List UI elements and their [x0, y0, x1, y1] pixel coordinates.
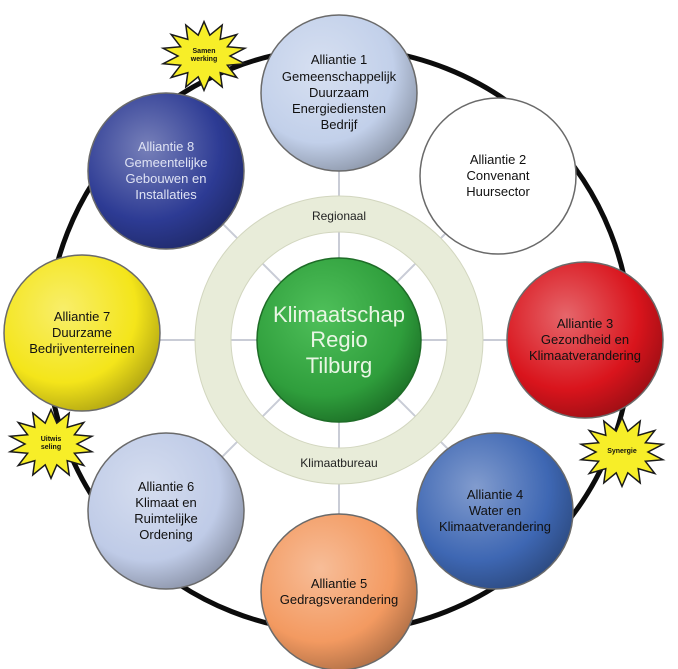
- alliance-label-line: Gebouwen en: [125, 171, 207, 186]
- alliance-label-line: Gedragsverandering: [279, 592, 399, 607]
- alliance-label-line: Ruimtelijke: [134, 511, 198, 526]
- alliance-label-line: Klimaat en: [135, 494, 197, 510]
- inner-ring-outer-edge: [194, 195, 484, 485]
- starburst-badge: [7, 407, 95, 481]
- center-label-line: Regio: [310, 327, 368, 353]
- starburst-label: Synergie: [598, 440, 646, 464]
- inner-ring-inner-edge: [230, 231, 448, 449]
- alliance-label-line: Alliantie 7: [53, 308, 111, 324]
- alliance-label-line: Installaties: [135, 187, 197, 203]
- alliance-label-line: Convenant: [466, 167, 530, 183]
- alliance-label-line: Alliantie 2: [469, 151, 527, 167]
- center-label-line: Tilburg: [305, 352, 373, 378]
- alliance-label-line: Duurzaam: [309, 84, 369, 100]
- alliance-label-line: Alliantie 6: [137, 478, 195, 494]
- alliance-label-line: Huursector: [466, 184, 530, 200]
- alliance-label-line: Alliantie 3: [556, 315, 614, 331]
- alliance-label-line: Ordening: [139, 527, 193, 543]
- inner-ring: [195, 196, 483, 484]
- starburst-label-line: seling: [40, 444, 62, 451]
- starburst-badge: [160, 19, 248, 93]
- alliance-8-circle: [87, 92, 245, 250]
- alliance-label-line: Gemeenschappelijk: [281, 68, 397, 84]
- starburst-label-line: Uitwis: [40, 436, 62, 444]
- alliance-label-line: Bedrijf: [320, 117, 358, 133]
- center-label-line: Klimaatschap: [272, 302, 406, 328]
- alliance-5-circle: [260, 513, 418, 669]
- starburst-label-line: Samen: [192, 48, 216, 56]
- alliance-label-line: Alliantie 5: [310, 575, 368, 591]
- alliance-label-line: Klimaatverandering: [438, 519, 551, 535]
- alliance-label-line: Alliantie 4: [466, 486, 524, 502]
- starburst-badge: [578, 415, 666, 489]
- alliance-label-line: Energiediensten: [292, 101, 386, 117]
- ring-label-klimaatbureau: Klimaatbureau: [300, 456, 378, 470]
- alliance-label-line: Gezondheid en: [540, 331, 630, 347]
- alliance-4-circle: [416, 432, 574, 590]
- alliance-label-line: Bedrijventerreinen: [29, 341, 135, 357]
- alliance-3-circle: [506, 261, 664, 419]
- alliance-label-line: Duurzame: [52, 324, 112, 340]
- starburst-label-line: Synergie: [607, 448, 637, 456]
- alliance-6-circle: [87, 432, 245, 590]
- alliance-2-circle: [419, 97, 577, 255]
- center-label: Klimaatschap Regio Tilburg: [259, 290, 419, 390]
- alliance-7-circle: [3, 254, 161, 412]
- ring-label-regionaal: Regionaal: [311, 209, 367, 223]
- alliance-label-line: Alliantie 1: [310, 52, 368, 68]
- center-circle: [256, 257, 422, 423]
- alliance-label-line: Water en: [468, 502, 522, 518]
- alliance-1-circle: [260, 14, 418, 172]
- starburst-label-line: werking: [190, 56, 218, 63]
- alliance-label-line: Klimaatverandering: [528, 348, 641, 364]
- alliance-label-line: Alliantie 8: [137, 138, 195, 154]
- alliance-label-line: Gemeentelijke: [124, 154, 208, 170]
